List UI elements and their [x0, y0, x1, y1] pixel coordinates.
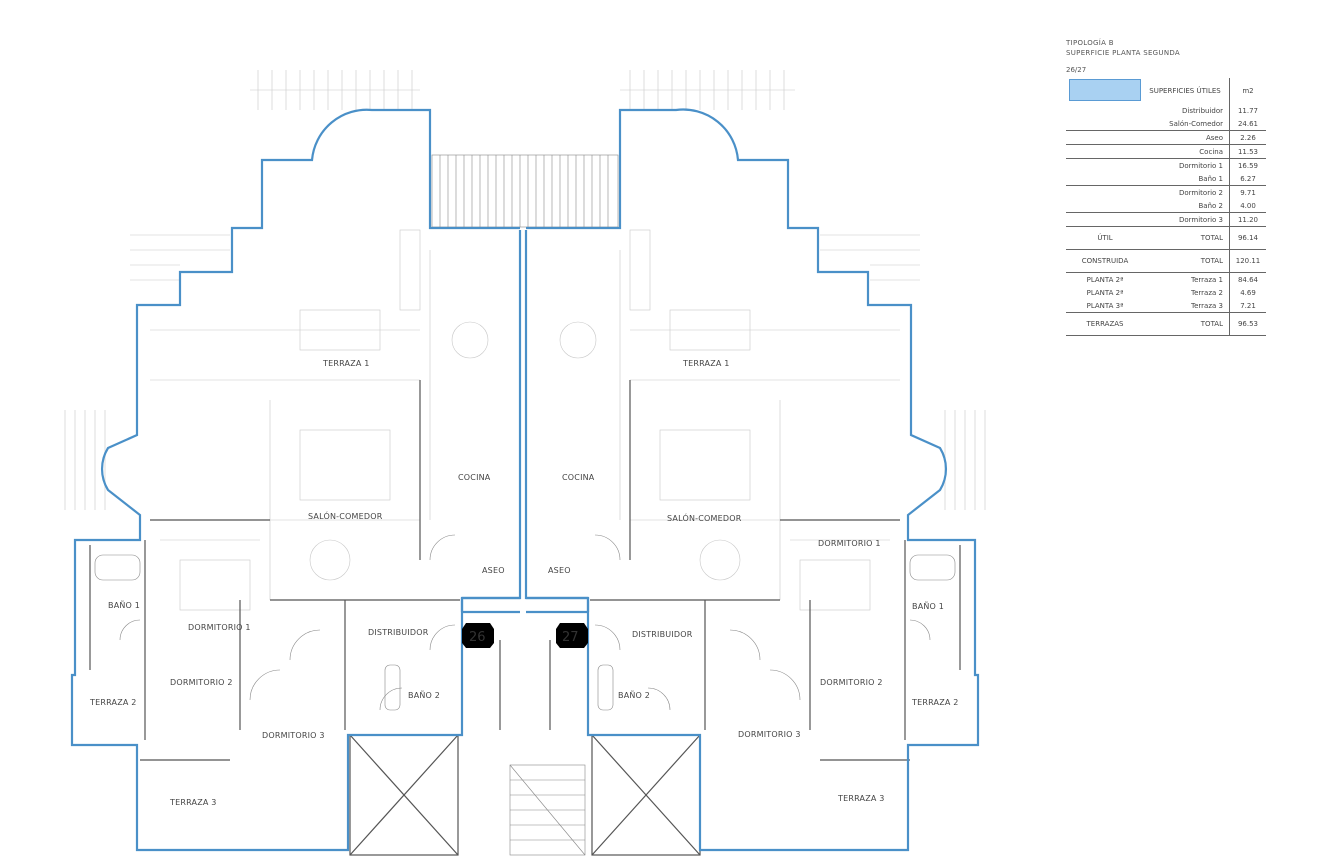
room-bano-1: BAÑO 1	[912, 601, 944, 611]
room-dormitorio-1: DORMITORIO 1	[188, 623, 251, 632]
room-dormitorio-2: DORMITORIO 2	[820, 678, 883, 687]
room-bano-2: BAÑO 2	[618, 690, 650, 700]
swatch-cell	[1066, 78, 1144, 104]
room-dormitorio-2: DORMITORIO 2	[170, 678, 233, 687]
room-cocina: COCINA	[458, 473, 491, 482]
table-header-label: SUPERFICIES ÚTILES	[1149, 87, 1221, 95]
table-header-unit: m2	[1229, 78, 1266, 104]
room-distribuidor: DISTRIBUIDOR	[368, 628, 429, 637]
svg-text:27: 27	[562, 630, 579, 645]
room-dormitorio-1: DORMITORIO 1	[818, 539, 881, 548]
unit-27-inner-outline	[526, 596, 590, 614]
unit-numbers: 26/27	[1066, 66, 1087, 74]
room-salon-comedor: SALÓN-COMEDOR	[667, 512, 742, 523]
unit-26-inner-outline	[460, 596, 520, 614]
unit-27-outline	[524, 108, 980, 852]
background-linework	[64, 70, 986, 856]
svg-text:26: 26	[469, 630, 486, 645]
room-terraza-3: TERRAZA 3	[837, 794, 885, 803]
room-salon-comedor: SALÓN-COMEDOR	[308, 510, 383, 521]
room-terraza-1: TERRAZA 1	[322, 359, 370, 368]
unit-26-outline	[70, 108, 522, 852]
typology-title: TIPOLOGÍA B	[1066, 39, 1114, 47]
room-dormitorio-3: DORMITORIO 3	[262, 731, 325, 740]
room-bano-1: BAÑO 1	[108, 600, 140, 610]
unit-tag-26: 26	[462, 623, 494, 648]
room-terraza-1: TERRAZA 1	[682, 359, 730, 368]
floor-plan: TERRAZA 1 SALÓN-COMEDOR COCINA ASEO DIST…	[64, 70, 986, 856]
room-dormitorio-3: DORMITORIO 3	[738, 730, 801, 739]
room-terraza-2: TERRAZA 2	[89, 698, 137, 707]
room-aseo: ASEO	[548, 566, 571, 575]
surface-info-panel: TIPOLOGÍA B SUPERFICIE PLANTA SEGUNDA 26…	[1066, 38, 1266, 336]
left-room-labels: TERRAZA 1 SALÓN-COMEDOR COCINA ASEO DIST…	[89, 359, 505, 807]
room-terraza-3: TERRAZA 3	[169, 798, 217, 807]
right-room-labels: TERRAZA 1 SALÓN-COMEDOR COCINA ASEO DIST…	[548, 359, 959, 803]
room-cocina: COCINA	[562, 473, 595, 482]
unit-tag-27: 27	[556, 623, 588, 648]
room-distribuidor: DISTRIBUIDOR	[632, 630, 693, 639]
room-bano-2: BAÑO 2	[408, 690, 440, 700]
color-swatch	[1069, 79, 1141, 101]
room-terraza-2: TERRAZA 2	[911, 698, 959, 707]
floor-title: SUPERFICIE PLANTA SEGUNDA	[1066, 49, 1181, 57]
room-aseo: ASEO	[482, 566, 505, 575]
